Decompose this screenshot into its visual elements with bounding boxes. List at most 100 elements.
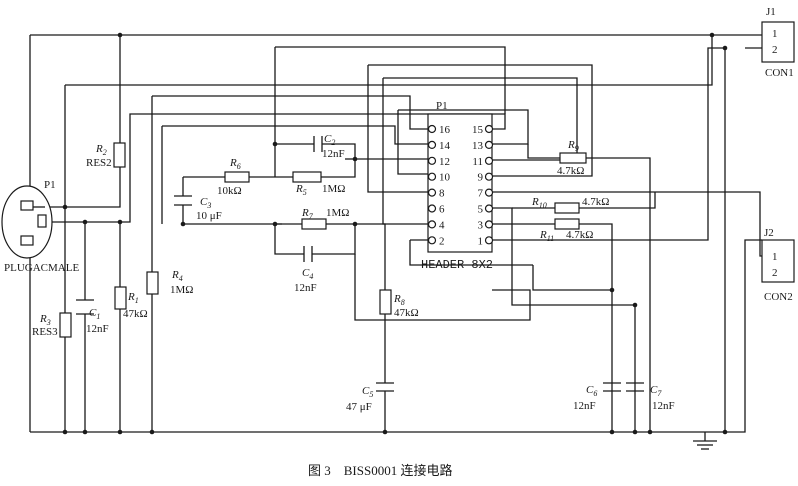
r4-label: R4 xyxy=(171,269,183,283)
r2-label: R2 xyxy=(95,143,107,157)
c2-label: C2 xyxy=(324,133,335,147)
header-pin-3 xyxy=(484,220,494,229)
j1-name: CON1 xyxy=(765,67,794,79)
capacitor-c5: C5 47 μF xyxy=(346,382,394,413)
header-pin-12 xyxy=(427,156,437,165)
resistor-r2: R2 RES2 xyxy=(86,142,126,169)
header-ref: P1 xyxy=(436,100,448,112)
header-pin-label-13: 13 xyxy=(472,140,484,152)
connector-j1: 1 2 J1 CON1 xyxy=(761,6,795,79)
c3-label: C3 xyxy=(200,196,211,210)
plug-name: PLUGACMALE xyxy=(4,262,79,274)
c5-value: 47 μF xyxy=(346,401,372,413)
r1-label: R1 xyxy=(127,291,139,305)
r4-value: 1MΩ xyxy=(170,284,193,296)
header-pin-16 xyxy=(427,124,437,134)
r7-label: R7 xyxy=(301,207,314,221)
r3-value: RES3 xyxy=(32,326,58,338)
header-pin-label-5: 5 xyxy=(478,204,484,216)
header-pin-label-11: 11 xyxy=(472,156,483,168)
header-pin-14 xyxy=(427,140,437,149)
c3-value: 10 μF xyxy=(196,210,222,222)
header-pin-1 xyxy=(484,236,494,245)
j2-pin1: 1 xyxy=(772,251,778,263)
capacitor-c2: C2 12nF xyxy=(313,133,345,160)
r6-value: 10kΩ xyxy=(217,185,242,197)
header-pin-4 xyxy=(427,220,437,229)
header-pin-2 xyxy=(427,236,437,245)
figure-caption: 图 3 BISS0001 连接电路 xyxy=(308,463,452,478)
resistor-r8: R8 47kΩ xyxy=(379,289,419,319)
c1-label: C1 xyxy=(89,307,100,321)
r5-label: R5 xyxy=(295,183,307,197)
j1-ref: J1 xyxy=(766,6,776,18)
header-pin-label-4: 4 xyxy=(439,219,445,231)
connector-j2: 1 2 J2 CON2 xyxy=(761,227,795,303)
capacitor-c4: C4 12nF xyxy=(294,246,317,294)
c2-value: 12nF xyxy=(322,148,345,160)
r9-label: R9 xyxy=(567,139,579,153)
capacitor-c3: C3 10 μF xyxy=(174,195,222,222)
c4-label: C4 xyxy=(302,267,313,281)
r2-value: RES2 xyxy=(86,157,112,169)
r7-value: 1MΩ xyxy=(326,207,349,219)
r10-value: 4.7kΩ xyxy=(582,196,609,208)
header-pin-9 xyxy=(484,172,494,181)
capacitor-c1: C1 12nF xyxy=(76,299,109,335)
j2-name: CON2 xyxy=(764,291,793,303)
c7-value: 12nF xyxy=(652,400,675,412)
junction-dots xyxy=(62,32,728,435)
c5-label: C5 xyxy=(362,385,373,399)
capacitor-c6: C6 12nF xyxy=(573,382,621,412)
ac-plug: P1 PLUGACMALE xyxy=(1,179,79,274)
r1-value: 47kΩ xyxy=(123,308,148,320)
header-pin-label-16: 16 xyxy=(439,124,451,136)
header-pin-11 xyxy=(484,156,494,165)
header-pin-10 xyxy=(427,172,437,181)
header-pin-15 xyxy=(484,124,494,134)
j2-pin2: 2 xyxy=(772,267,778,279)
header-pin-13 xyxy=(484,140,494,149)
resistor-r10: R10 4.7kΩ xyxy=(531,196,609,214)
c6-value: 12nF xyxy=(573,400,596,412)
resistor-r3: R3 RES3 xyxy=(32,312,72,338)
resistor-r9: R9 4.7kΩ xyxy=(557,139,587,177)
header-pin-6 xyxy=(427,204,437,213)
c1-value: 12nF xyxy=(86,323,109,335)
resistor-r7: R7 1MΩ xyxy=(301,207,349,230)
resistor-r4: R4 1MΩ xyxy=(146,269,193,296)
j1-pin1: 1 xyxy=(772,28,778,40)
r8-label: R8 xyxy=(393,293,405,307)
header-pin-label-1: 1 xyxy=(478,235,484,247)
header-pin-label-3: 3 xyxy=(478,219,484,231)
header-pin-label-15: 15 xyxy=(472,124,484,136)
resistor-r6: R6 10kΩ xyxy=(217,157,250,197)
wires xyxy=(29,34,762,433)
header-pin-label-9: 9 xyxy=(478,172,484,184)
header-name: HEADER 8X2 xyxy=(421,258,493,272)
header-pin-label-14: 14 xyxy=(439,140,451,152)
r11-label: R11 xyxy=(539,229,554,243)
c6-label: C6 xyxy=(586,384,597,398)
r3-label: R3 xyxy=(39,313,51,327)
header-pin-label-2: 2 xyxy=(439,235,445,247)
r8-value: 47kΩ xyxy=(394,307,419,319)
c4-value: 12nF xyxy=(294,282,317,294)
header-pin-7 xyxy=(484,188,494,197)
header-pin-label-6: 6 xyxy=(439,204,445,216)
header-pin-label-12: 12 xyxy=(439,156,450,168)
r5-value: 1MΩ xyxy=(322,183,345,195)
c7-label: C7 xyxy=(650,384,662,398)
header-pin-label-8: 8 xyxy=(439,188,445,200)
resistor-r11: R11 4.7kΩ xyxy=(539,218,593,243)
resistor-r5: R5 1MΩ xyxy=(292,171,345,197)
capacitor-c7: C7 12nF xyxy=(626,382,675,412)
resistor-r1: R1 47kΩ xyxy=(114,286,148,320)
r11-value: 4.7kΩ xyxy=(566,229,593,241)
ground-icon xyxy=(693,432,717,450)
r9-value: 4.7kΩ xyxy=(557,165,584,177)
header-pin-8 xyxy=(427,188,437,197)
r10-label: R10 xyxy=(531,196,547,210)
